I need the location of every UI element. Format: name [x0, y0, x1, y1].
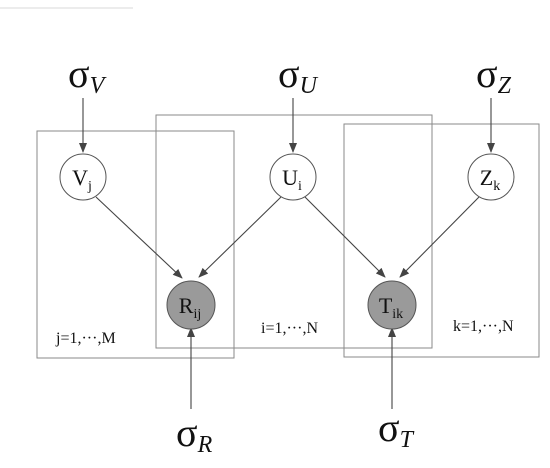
node-v [59, 153, 107, 201]
node-u [269, 153, 317, 201]
edge-z-to-t [399, 196, 480, 278]
sigma-t-label: σT [378, 405, 415, 453]
edge-u-to-t [304, 196, 386, 278]
sigma-z-label: σZ [476, 51, 512, 99]
edge-v-to-r [95, 196, 183, 279]
node-r [166, 280, 216, 330]
node-z-label: Zk [480, 165, 500, 194]
node-t [367, 280, 417, 330]
plate-middle-label: i=1,···,N [261, 320, 318, 337]
edge-u-to-r [198, 196, 282, 278]
plate-right-label: k=1,···,N [453, 318, 514, 335]
node-u-label: Ui [282, 165, 302, 194]
node-v-label: Vj [72, 165, 92, 194]
sigma-u-label: σU [278, 51, 319, 99]
node-z [467, 153, 515, 201]
plate-left-label: j=1,···,M [55, 330, 116, 347]
sigma-v-label: σV [68, 51, 107, 99]
node-t-label: Tik [379, 293, 403, 322]
plate-middle [155, 114, 433, 349]
sigma-r-label: σR [176, 410, 213, 458]
plate-right [343, 123, 540, 358]
node-r-label: Rij [179, 293, 201, 322]
plate-left [36, 130, 235, 359]
